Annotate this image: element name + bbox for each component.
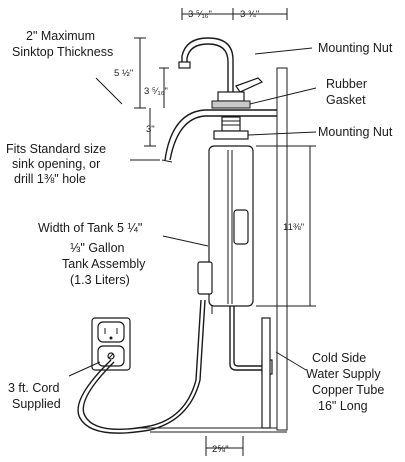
label-spout-width: 3 ⁵⁄₁₆" bbox=[188, 9, 212, 20]
label-height-inner: 3 ⁵⁄₁₆" bbox=[144, 86, 168, 97]
label-mounting-nut-top: Mounting Nut bbox=[318, 41, 393, 55]
label-water-supply-4: 16" Long bbox=[318, 399, 368, 413]
label-cord-1: 3 ft. Cord bbox=[8, 381, 59, 395]
label-rubber-gasket-1: Rubber bbox=[326, 77, 367, 91]
tank-body bbox=[208, 145, 254, 307]
leader-lines bbox=[68, 47, 317, 377]
label-water-supply-3: Copper Tube bbox=[312, 383, 384, 397]
sink-top bbox=[161, 109, 277, 163]
label-sink-opening-1: Fits Standard size bbox=[6, 142, 106, 156]
tank-assembly bbox=[197, 145, 254, 314]
electrical-outlet bbox=[91, 317, 131, 371]
label-tank-capacity-3: (1.3 Liters) bbox=[70, 273, 130, 287]
label-mounting-nut-lower: Mounting Nut bbox=[318, 125, 393, 139]
label-max-sinktop-1: 2" Maximum bbox=[26, 29, 95, 43]
tank-thermostat bbox=[233, 209, 249, 245]
label-bottom-offset: 2⅝" bbox=[212, 444, 229, 455]
faucet bbox=[178, 37, 264, 109]
label-water-supply-2: Water Supply bbox=[306, 367, 381, 381]
mounting-nut-top-part bbox=[217, 91, 245, 102]
mounting-nut-lower-part bbox=[213, 130, 249, 140]
label-tank-capacity-2: Tank Assembly bbox=[62, 257, 146, 271]
faucet-handle bbox=[235, 77, 264, 93]
tank-control-box bbox=[197, 261, 213, 295]
rubber-gasket-part bbox=[211, 100, 251, 109]
label-tank-height: 11⅜" bbox=[283, 222, 304, 233]
label-tank-width: Width of Tank 5 ¼" bbox=[38, 221, 142, 235]
cabinet-structure bbox=[140, 67, 288, 433]
shank bbox=[213, 116, 249, 140]
label-sink-opening-3: drill 1⅜" hole bbox=[14, 172, 86, 186]
label-height-outer: 5 ½" bbox=[114, 68, 133, 79]
label-cord-2: Supplied bbox=[12, 397, 61, 411]
label-water-supply-1: Cold Side bbox=[312, 351, 366, 365]
label-handle-offset: 3 ¾" bbox=[240, 9, 259, 20]
label-shank-length: 3" bbox=[146, 124, 155, 135]
label-tank-capacity-1: ⅓" Gallon bbox=[70, 241, 125, 255]
faucet-spout bbox=[181, 37, 234, 92]
label-rubber-gasket-2: Gasket bbox=[326, 93, 366, 107]
label-max-sinktop-2: Sinktop Thickness bbox=[12, 45, 113, 59]
cabinet-wall bbox=[276, 67, 288, 431]
dimension-lines bbox=[134, 8, 316, 456]
water-supply-tube bbox=[229, 306, 273, 429]
faucet-tip bbox=[178, 61, 191, 69]
power-cord bbox=[77, 299, 206, 434]
label-sink-opening-2: sink opening, or bbox=[12, 157, 100, 171]
